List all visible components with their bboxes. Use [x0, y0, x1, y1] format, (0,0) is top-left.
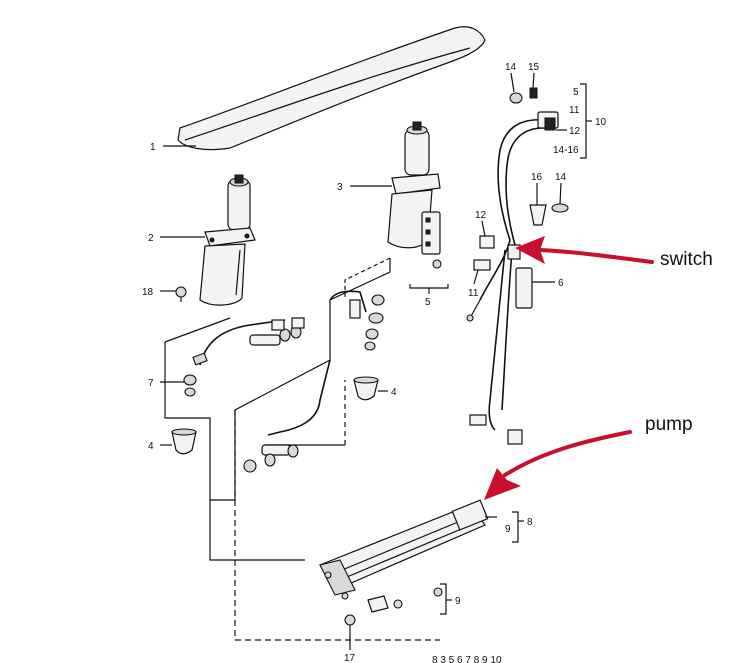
right-strut — [387, 121, 442, 269]
cup-4-right — [353, 376, 379, 401]
switch-label: switch — [660, 249, 713, 270]
callout-10: 10 — [595, 117, 607, 128]
callout-11: 11 — [468, 288, 479, 299]
group-10-list: 5 11 12 14-16 — [553, 83, 592, 159]
callout-5: 5 — [425, 297, 431, 308]
callout-6: 6 — [558, 278, 564, 289]
callout-7: 7 — [148, 378, 154, 389]
pump-label: pump — [645, 414, 693, 435]
group10-item-3: 12 — [569, 126, 581, 137]
wiring-harness — [466, 87, 569, 445]
cup-4-left — [171, 428, 197, 455]
callout-2: 2 — [148, 233, 154, 244]
group10-item-4: 14-16 — [553, 145, 579, 156]
bottom-callout-row: 8 3 5 6 7 8 9 10 — [432, 655, 502, 663]
left-strut — [199, 174, 256, 306]
hose-upper-left — [183, 317, 305, 397]
bracket-8 — [512, 511, 519, 543]
callout-18: 18 — [142, 287, 154, 298]
callout-14b: 14 — [555, 172, 567, 183]
callout-9a: 9 — [505, 524, 511, 535]
hose-middle — [243, 359, 331, 473]
callout-3: 3 — [337, 182, 343, 193]
callout-17: 17 — [344, 653, 356, 663]
callout-14: 14 — [505, 62, 517, 73]
callout-1: 1 — [150, 142, 156, 153]
callout-12: 12 — [475, 210, 487, 221]
callout-15: 15 — [528, 62, 540, 73]
pump — [319, 499, 497, 613]
callout-9b: 9 — [455, 596, 461, 607]
callout-16: 16 — [531, 172, 543, 183]
group10-item-2: 11 — [569, 105, 580, 116]
bracket-10 — [580, 83, 587, 159]
part-6 — [515, 267, 533, 309]
spoiler-panel — [177, 26, 486, 151]
hose-assembly-frame — [164, 257, 440, 641]
callout-4a: 4 — [148, 441, 154, 452]
hose-upper-right — [329, 290, 385, 351]
callout-8: 8 — [527, 517, 533, 528]
bracket-9 — [440, 583, 447, 615]
switch-arrow — [515, 236, 654, 264]
bracket-5 — [409, 284, 449, 289]
callout-4b: 4 — [391, 387, 397, 398]
nut-17 — [344, 614, 356, 650]
pump-arrow — [484, 430, 632, 500]
group10-item-1: 5 — [573, 87, 579, 98]
bolt-18 — [175, 286, 187, 302]
